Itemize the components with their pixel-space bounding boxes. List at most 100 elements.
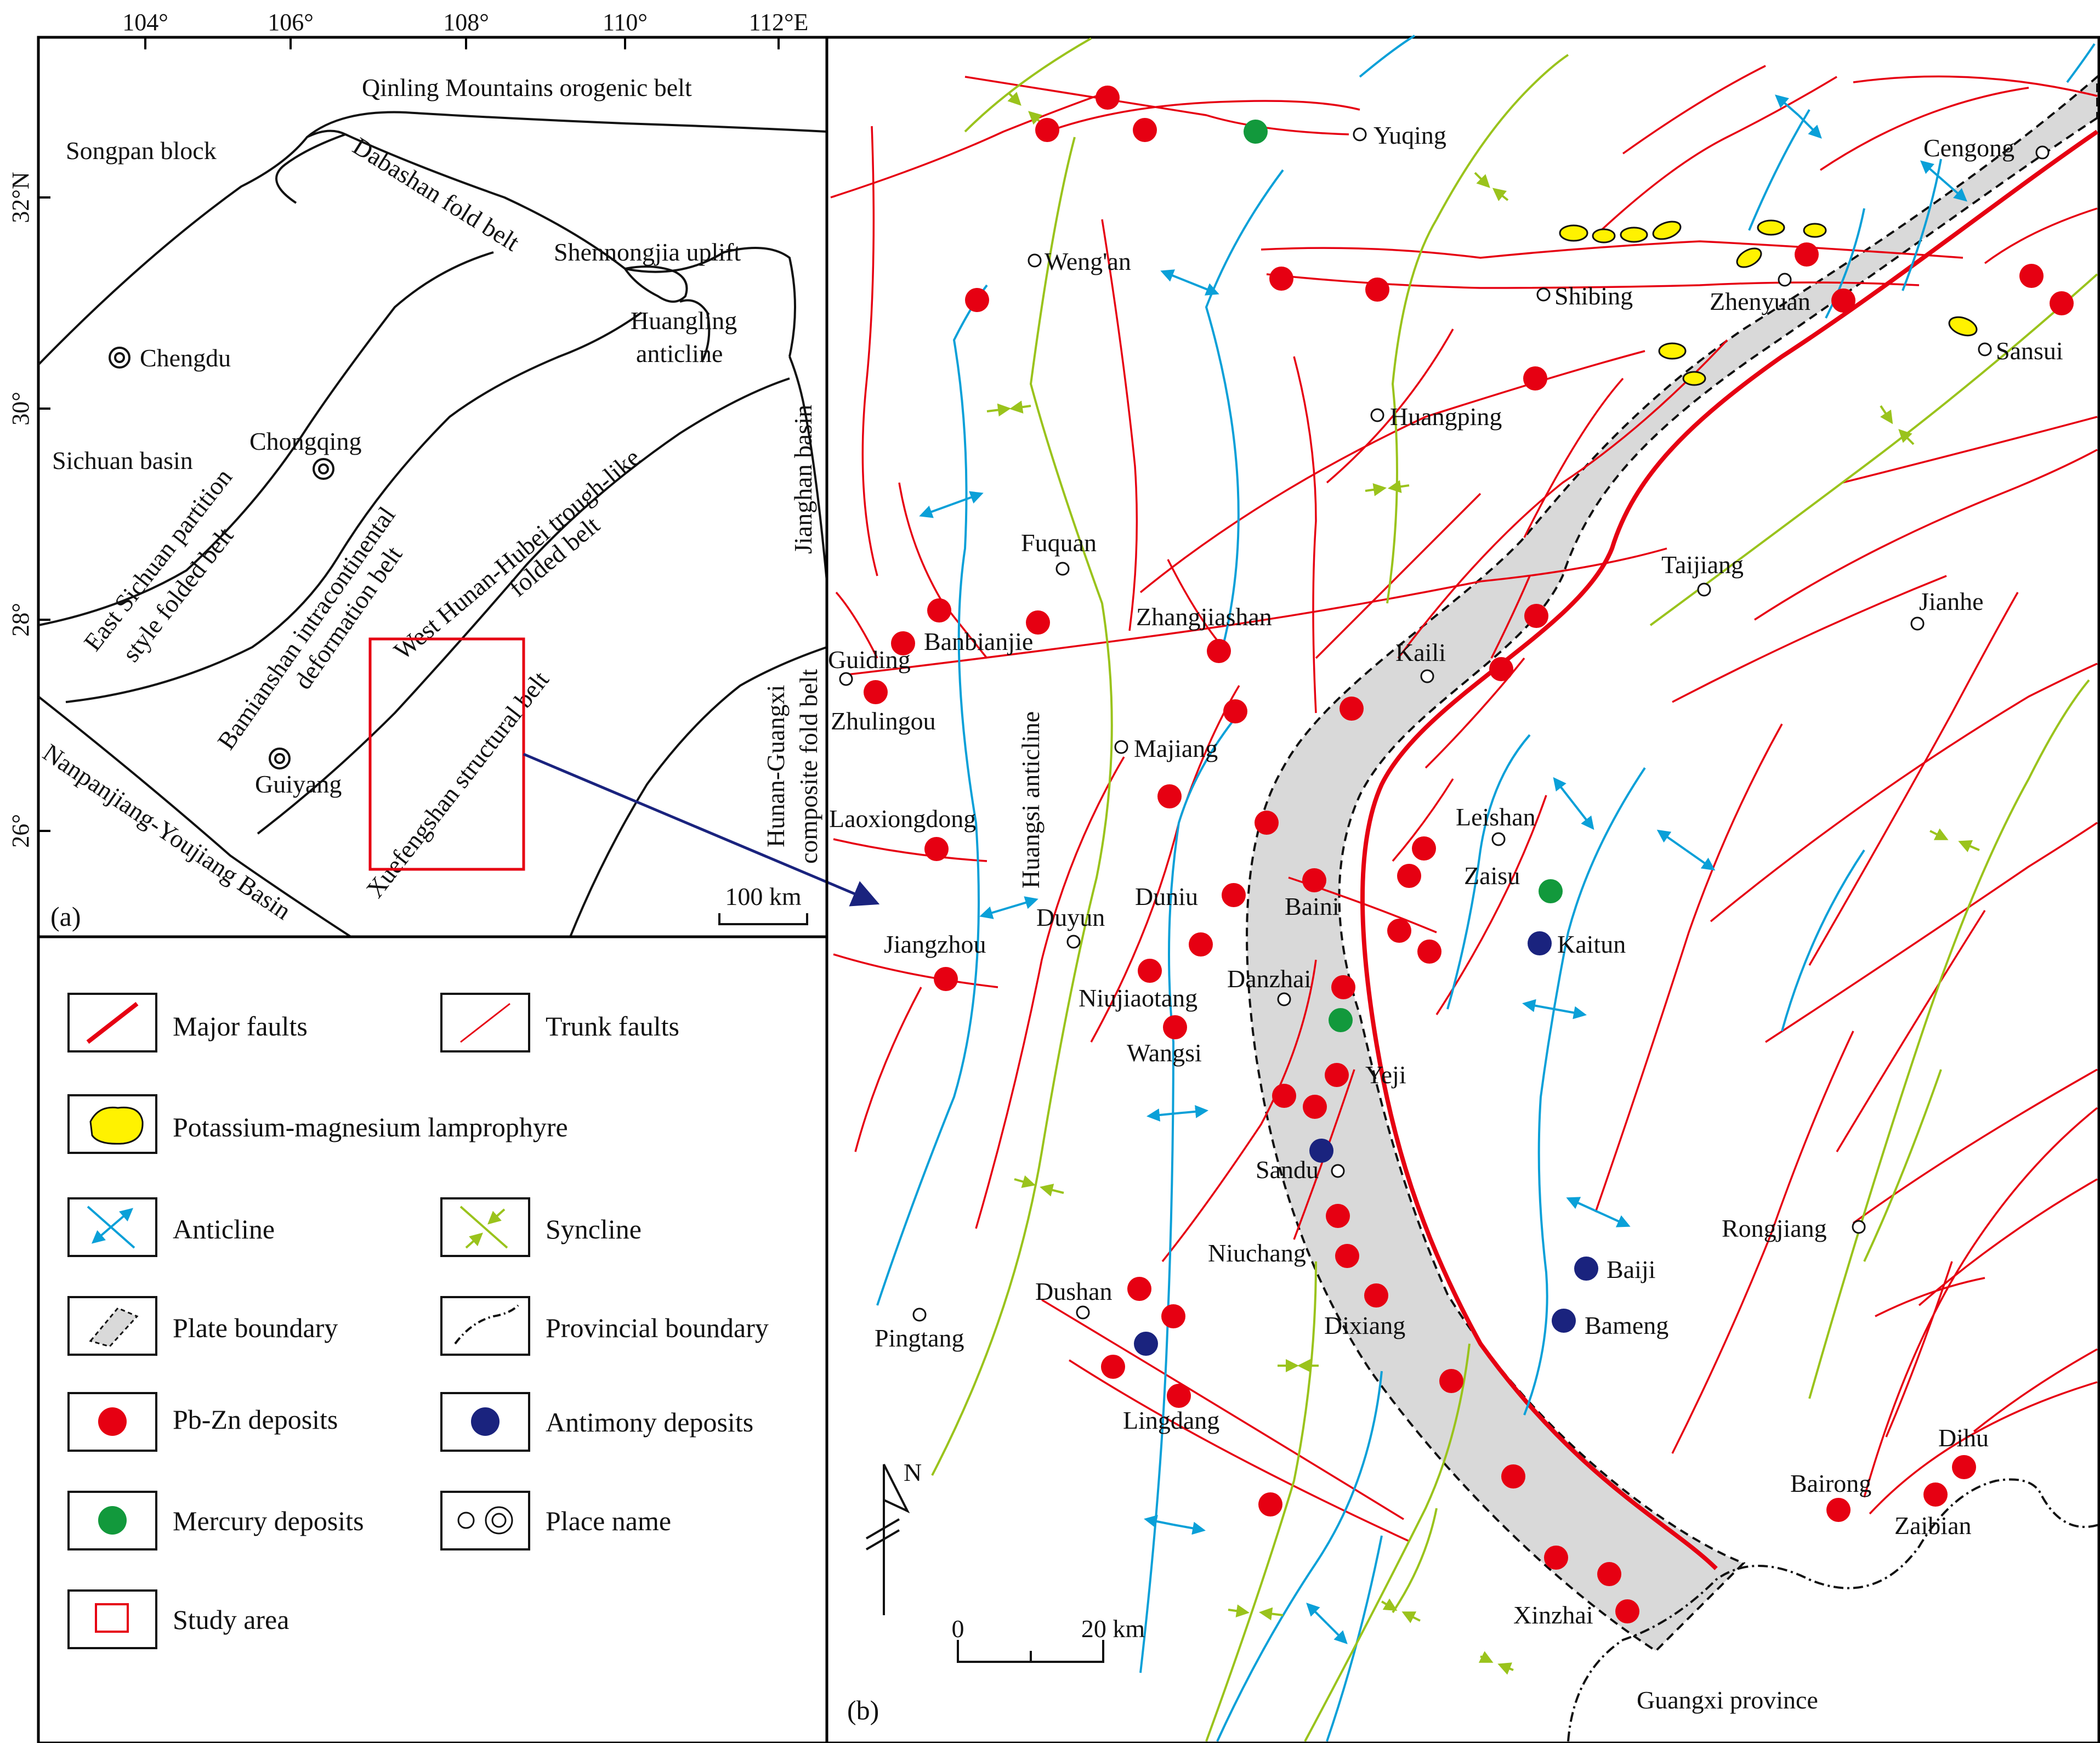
- label-huangling: Huangling: [631, 307, 737, 335]
- label-cengong: Cengong: [1923, 134, 2014, 162]
- label-zhulingou: Zhulingou: [831, 707, 936, 735]
- panel-b-study-map: Yuqing Cengong Weng'an Shibing Zhenyuan …: [825, 35, 2100, 1743]
- label-xinzhai: Xinzhai: [1513, 1601, 1593, 1629]
- anticline-arrows: [919, 94, 1968, 1644]
- label-guangxi-province: Guangxi province: [1637, 1686, 1818, 1714]
- label-sansui: Sansui: [1996, 337, 2063, 365]
- panel-b-scale-end: 20 km: [1081, 1615, 1145, 1643]
- legend-lamprophyre: Potassium-magnesium lamprophyre: [173, 1112, 568, 1142]
- study-area-box: [368, 637, 525, 871]
- legend-place-name-symbol: [457, 1506, 513, 1535]
- legend-plate-boundary-symbol: [89, 1307, 139, 1348]
- legend-syncline-symbol: [459, 1206, 508, 1249]
- guiyang-symbol: [269, 748, 291, 769]
- major-fault: [1360, 129, 2099, 1570]
- panel-a-scale-bar: [718, 913, 808, 925]
- label-hunan-guangxi-2: composite fold belt: [794, 669, 822, 864]
- label-shennongjia: Shennongjia uplift: [554, 238, 741, 266]
- legend-pbzn-symbol: [98, 1407, 127, 1436]
- label-hunan-guangxi-1: Hunan-Guangxi: [762, 685, 790, 847]
- label-kaili: Kaili: [1395, 638, 1446, 666]
- label-guiding: Guiding: [828, 646, 911, 674]
- label-niujiaotang: Niujiaotang: [1079, 984, 1197, 1012]
- syncline-arrows: [986, 92, 1980, 1675]
- place-symbols: [839, 127, 2050, 1322]
- label-niuchang: Niuchang: [1208, 1239, 1306, 1267]
- legend: Major faults Trunk faults Potassium-magn…: [37, 935, 828, 1743]
- panel-b-scale-bar: [957, 1640, 1104, 1663]
- legend-anticline: Anticline: [173, 1214, 275, 1244]
- label-pingtang: Pingtang: [875, 1324, 964, 1352]
- legend-plate-boundary: Plate boundary: [173, 1312, 338, 1343]
- lamprophyre-bodies: [1559, 219, 1978, 386]
- label-chengdu: Chengdu: [140, 344, 231, 372]
- label-zhenyuan: Zhenyuan: [1710, 287, 1810, 315]
- lon-tick-112: 112°E: [749, 9, 809, 36]
- legend-provincial-boundary-symbol: [454, 1304, 519, 1345]
- label-baiji: Baiji: [1607, 1255, 1655, 1283]
- legend-major-faults: Major faults: [173, 1011, 308, 1042]
- label-jianghan: Jianghan basin: [789, 405, 817, 554]
- label-sichuan-basin: Sichuan basin: [52, 446, 193, 474]
- label-huangsi-anticline: Huangsi anticline: [1017, 711, 1045, 889]
- legend-antimony-symbol: [471, 1407, 500, 1436]
- legend-place-name: Place name: [546, 1506, 671, 1536]
- label-chongqing: Chongqing: [249, 427, 361, 455]
- label-xuefengshan: Xuefengshan structural belt: [361, 666, 554, 903]
- plate-boundary-band: [1246, 74, 2098, 1653]
- tectonic-boundaries: [37, 111, 828, 938]
- anticline-axes: [876, 35, 2096, 1742]
- label-duyun: Duyun: [1036, 903, 1105, 931]
- label-bamianshan-1: Bamianshan intracontinental: [212, 501, 400, 754]
- legend-trunk-fault-symbol: [460, 1003, 510, 1043]
- provincial-boundary: [1567, 1478, 2099, 1742]
- label-zhangjiashan: Zhangjiashan: [1136, 603, 1272, 631]
- lon-tick-104: 104°: [122, 9, 168, 36]
- label-leishan: Leishan: [1456, 803, 1536, 831]
- label-lingdang: Lingdang: [1123, 1406, 1219, 1434]
- legend-provincial-boundary: Provincial boundary: [546, 1312, 769, 1343]
- label-majiang: Majiang: [1134, 734, 1218, 762]
- panel-a-scale-label: 100 km: [725, 882, 802, 910]
- label-jianhe: Jianhe: [1919, 587, 1984, 615]
- label-zaibian: Zaibian: [1894, 1512, 1972, 1540]
- panel-b-scale-zero: 0: [952, 1615, 964, 1643]
- label-dihu: Dihu: [1938, 1424, 1989, 1452]
- label-dushan: Dushan: [1035, 1277, 1113, 1305]
- lon-tick-106: 106°: [268, 9, 314, 36]
- label-jiangzhou: Jiangzhou: [884, 930, 986, 958]
- chongqing-symbol: [313, 458, 334, 480]
- syncline-axes: [931, 37, 2098, 1742]
- study-area-arrow: [523, 752, 880, 907]
- label-fuquan: Fuquan: [1021, 529, 1097, 557]
- label-huangling-anticline: anticline: [636, 339, 723, 367]
- legend-major-fault-symbol: [86, 1001, 139, 1044]
- legend-anticline-symbol: [87, 1206, 135, 1249]
- label-songpan: Songpan block: [66, 137, 217, 165]
- panel-a-graticule: [38, 37, 780, 832]
- label-taijiang: Taijiang: [1661, 551, 1744, 579]
- label-danzhai: Danzhai: [1227, 965, 1311, 993]
- label-yeji: Yeji: [1365, 1061, 1406, 1089]
- label-laoxiongdong: Laoxiongdong: [829, 805, 976, 833]
- label-shibing: Shibing: [1554, 282, 1633, 310]
- panel-a-index-map: 104° 106° 108° 110° 112°E 32°N 30° 28° 2…: [7, 9, 880, 938]
- panel-b-frame: [825, 36, 2100, 1743]
- label-banbianjie: Banbianjie: [924, 627, 1033, 655]
- legend-study-area: Study area: [173, 1604, 289, 1635]
- lat-tick-30: 30°: [7, 392, 34, 426]
- label-nanpanjiang: Nanpanjiang-Youjiang Basin: [38, 738, 296, 925]
- legend-syncline: Syncline: [546, 1214, 642, 1244]
- pbzn-deposits: [864, 86, 2074, 1623]
- label-qinling: Qinling Mountains orogenic belt: [362, 73, 692, 101]
- label-zaisu: Zaisu: [1464, 862, 1520, 890]
- label-bameng: Bameng: [1585, 1311, 1668, 1339]
- label-bairong: Bairong: [1790, 1469, 1871, 1497]
- north-label: N: [904, 1458, 922, 1486]
- lat-tick-28: 28°: [7, 603, 34, 637]
- legend-mercury-symbol: [98, 1506, 127, 1535]
- label-rongjiang: Rongjiang: [1722, 1214, 1827, 1242]
- north-arrow: [865, 1464, 910, 1615]
- label-kaitun: Kaitun: [1557, 930, 1626, 958]
